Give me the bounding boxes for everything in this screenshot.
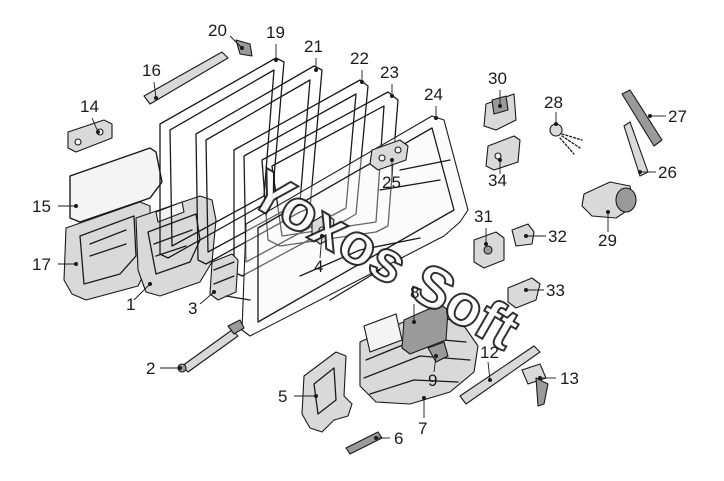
callout-label-30: 30: [488, 69, 507, 88]
leader-dot-19: [274, 58, 278, 62]
leader-dot-15: [74, 204, 78, 208]
callout-label-20: 20: [208, 21, 227, 40]
part-17-trim-panel: [63, 201, 151, 301]
callout-label-16: 16: [142, 61, 161, 80]
callout-labels: 1234567891213141516171920212223242526272…: [32, 21, 687, 448]
callout-label-28: 28: [544, 93, 563, 112]
leader-line-9: [433, 355, 437, 373]
callout-label-1: 1: [126, 295, 135, 314]
callout-label-9: 9: [428, 371, 437, 390]
part-8-cover: [363, 303, 449, 355]
leader-dot-34: [498, 158, 502, 162]
leader-dot-14: [96, 130, 100, 134]
leader-dot-9: [434, 354, 438, 358]
part-34-bracket: [485, 135, 521, 171]
part-23-seal: [261, 91, 399, 247]
callout-label-26: 26: [658, 163, 677, 182]
callout-label-22: 22: [350, 49, 369, 68]
part-33-handle: [507, 277, 541, 309]
leader-dot-24: [434, 116, 438, 120]
callout-label-23: 23: [380, 63, 399, 82]
callout-label-2: 2: [146, 359, 155, 378]
part-9-latch: [427, 341, 449, 363]
leader-dot-21: [314, 68, 318, 72]
leader-dot-29: [606, 210, 610, 214]
callout-label-17: 17: [32, 255, 51, 274]
callout-label-21: 21: [304, 37, 323, 56]
leader-line-1: [133, 283, 151, 301]
part-27-wiper-blade: [621, 89, 663, 147]
leader-dot-3: [212, 290, 216, 294]
callout-label-31: 31: [474, 207, 493, 226]
callout-label-15: 15: [32, 197, 51, 216]
callout-label-34: 34: [488, 171, 507, 190]
part-25-hinge: [369, 139, 409, 171]
callout-label-29: 29: [598, 231, 617, 250]
callout-label-7: 7: [418, 419, 427, 438]
part-2-strut: [177, 319, 245, 373]
leader-line-3: [199, 291, 215, 305]
callout-label-24: 24: [424, 85, 443, 104]
callout-label-14: 14: [80, 97, 99, 116]
callout-label-5: 5: [278, 387, 287, 406]
part-4-latch: [311, 213, 335, 245]
callout-label-19: 19: [266, 23, 285, 42]
leader-dot-23: [390, 94, 394, 98]
callout-label-3: 3: [188, 299, 197, 318]
callout-label-25: 25: [382, 173, 401, 192]
leader-dot-25: [390, 158, 394, 162]
part-32-latch: [511, 223, 535, 247]
leader-dot-16: [154, 96, 158, 100]
leader-line-4: [319, 235, 323, 259]
leader-line-14: [91, 117, 99, 133]
leader-dot-8: [412, 320, 416, 324]
leader-dot-2: [178, 366, 182, 370]
callout-label-6: 6: [394, 429, 403, 448]
leader-dot-6: [374, 436, 378, 440]
part-6-strip: [345, 431, 383, 455]
callout-label-32: 32: [548, 227, 567, 246]
leader-dot-5: [314, 394, 318, 398]
leader-dot-12: [488, 378, 492, 382]
leader-dot-1: [148, 282, 152, 286]
leader-dot-7: [422, 396, 426, 400]
leader-dot-13: [538, 376, 542, 380]
leader-dot-26: [638, 170, 642, 174]
callout-label-8: 8: [410, 283, 419, 302]
callout-label-12: 12: [480, 343, 499, 362]
leader-line-16: [153, 81, 157, 99]
leader-dot-22: [360, 80, 364, 84]
callout-label-4: 4: [314, 257, 323, 276]
part-30-bracket: [483, 93, 517, 131]
part-5-corner-trim: [301, 351, 353, 433]
leader-lines: [58, 35, 666, 440]
callout-label-33: 33: [546, 281, 565, 300]
leader-line-12: [487, 361, 491, 381]
callout-label-13: 13: [560, 369, 579, 388]
callout-label-27: 27: [668, 107, 687, 126]
leader-dot-32: [524, 234, 528, 238]
part-12-strip: [459, 345, 541, 405]
leader-dot-30: [498, 104, 502, 108]
part-31-lock: [473, 231, 505, 269]
leader-dot-27: [648, 114, 652, 118]
part-13-lock: [521, 363, 549, 407]
part-15-mesh-panel: [69, 147, 163, 223]
leader-line-20: [229, 35, 243, 49]
leader-dot-31: [484, 242, 488, 246]
leader-dot-20: [240, 46, 244, 50]
part-16-strip: [143, 51, 229, 105]
leader-dot-33: [524, 288, 528, 292]
part-21-seal: [195, 65, 323, 265]
leader-dot-4: [320, 234, 324, 238]
part-29-wiper-motor: [581, 181, 637, 219]
part-28-washer-jet: [549, 123, 583, 155]
part-14-bracket: [67, 119, 113, 153]
leader-dot-28: [554, 122, 558, 126]
leader-dot-17: [74, 262, 78, 266]
part-3-hinge: [209, 253, 251, 301]
